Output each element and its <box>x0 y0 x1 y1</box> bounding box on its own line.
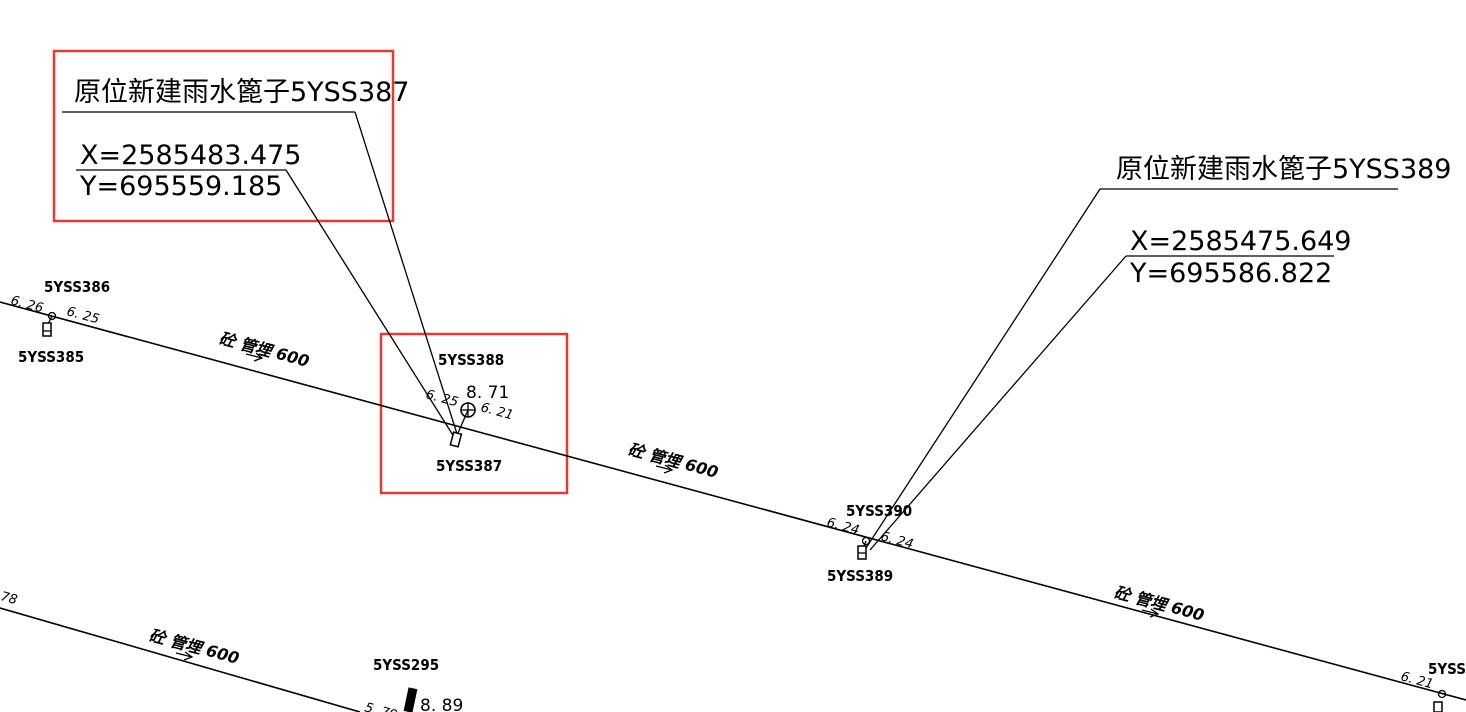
elev-295-left: 5. 79 <box>363 700 399 712</box>
callout-387-y-coord: Y=695559.185 <box>79 171 282 202</box>
elev-388-right: 6. 21 <box>479 400 515 423</box>
grate-385-icon <box>42 322 52 337</box>
elev-388-left: 6. 25 <box>424 387 460 410</box>
node-label-389: 5YSS389 <box>827 567 893 585</box>
node-label-right: 5YSS3 <box>1428 660 1466 678</box>
elev-left-edge: 78 <box>0 589 19 608</box>
pipeline-main <box>0 301 1466 701</box>
highlight-box-callout-387 <box>52 49 395 223</box>
flow-arrow-1 <box>245 352 264 362</box>
pipeline-lower <box>0 607 361 712</box>
callout-387-leader-a <box>354 111 459 438</box>
manhole-390-icon <box>861 536 871 546</box>
node-label-390: 5YSS390 <box>846 502 912 520</box>
grate-right-icon <box>1433 701 1443 712</box>
elev-386-left: 6. 26 <box>9 293 45 316</box>
elev-390-right: 6. 24 <box>879 529 915 552</box>
pipe-label-3: 砼 管埋 600 <box>1112 583 1206 625</box>
callout-389-title: 原位新建雨水篦子5YSS389 <box>1116 154 1451 185</box>
node-label-295: 5YSS295 <box>373 656 439 674</box>
callout-389-leader-b <box>869 255 1127 551</box>
callout-389-x-coord: X=2585475.649 <box>1130 226 1351 257</box>
elev-388-ground: 8. 71 <box>466 383 509 403</box>
highlight-box-node-388 <box>379 332 569 495</box>
grate-387-icon <box>449 431 463 448</box>
grate-387-branch <box>457 409 469 434</box>
flow-arrow-4 <box>175 651 194 661</box>
pipe-label-4: 砼 管埋 600 <box>147 626 241 668</box>
flow-arrow-2 <box>655 464 674 474</box>
node-label-385: 5YSS385 <box>18 348 84 366</box>
elev-295-ground: 8. 89 <box>420 696 463 712</box>
callout-387-leader-b <box>285 169 457 441</box>
callout-387-title: 原位新建雨水篦子5YSS387 <box>74 77 409 108</box>
node-label-387: 5YSS387 <box>436 457 502 475</box>
node-label-388: 5YSS388 <box>438 351 504 369</box>
callout-389-leader-a <box>865 188 1101 549</box>
callout-389-y-coord: Y=695586.822 <box>1129 258 1332 289</box>
flow-arrow-3 <box>1141 608 1160 618</box>
grate-295-icon <box>403 687 418 712</box>
callout-387-x-coord: X=2585483.475 <box>80 140 301 171</box>
node-label-386: 5YSS386 <box>44 278 110 296</box>
manhole-right-icon <box>1437 689 1447 699</box>
manhole-386-icon <box>47 311 57 321</box>
